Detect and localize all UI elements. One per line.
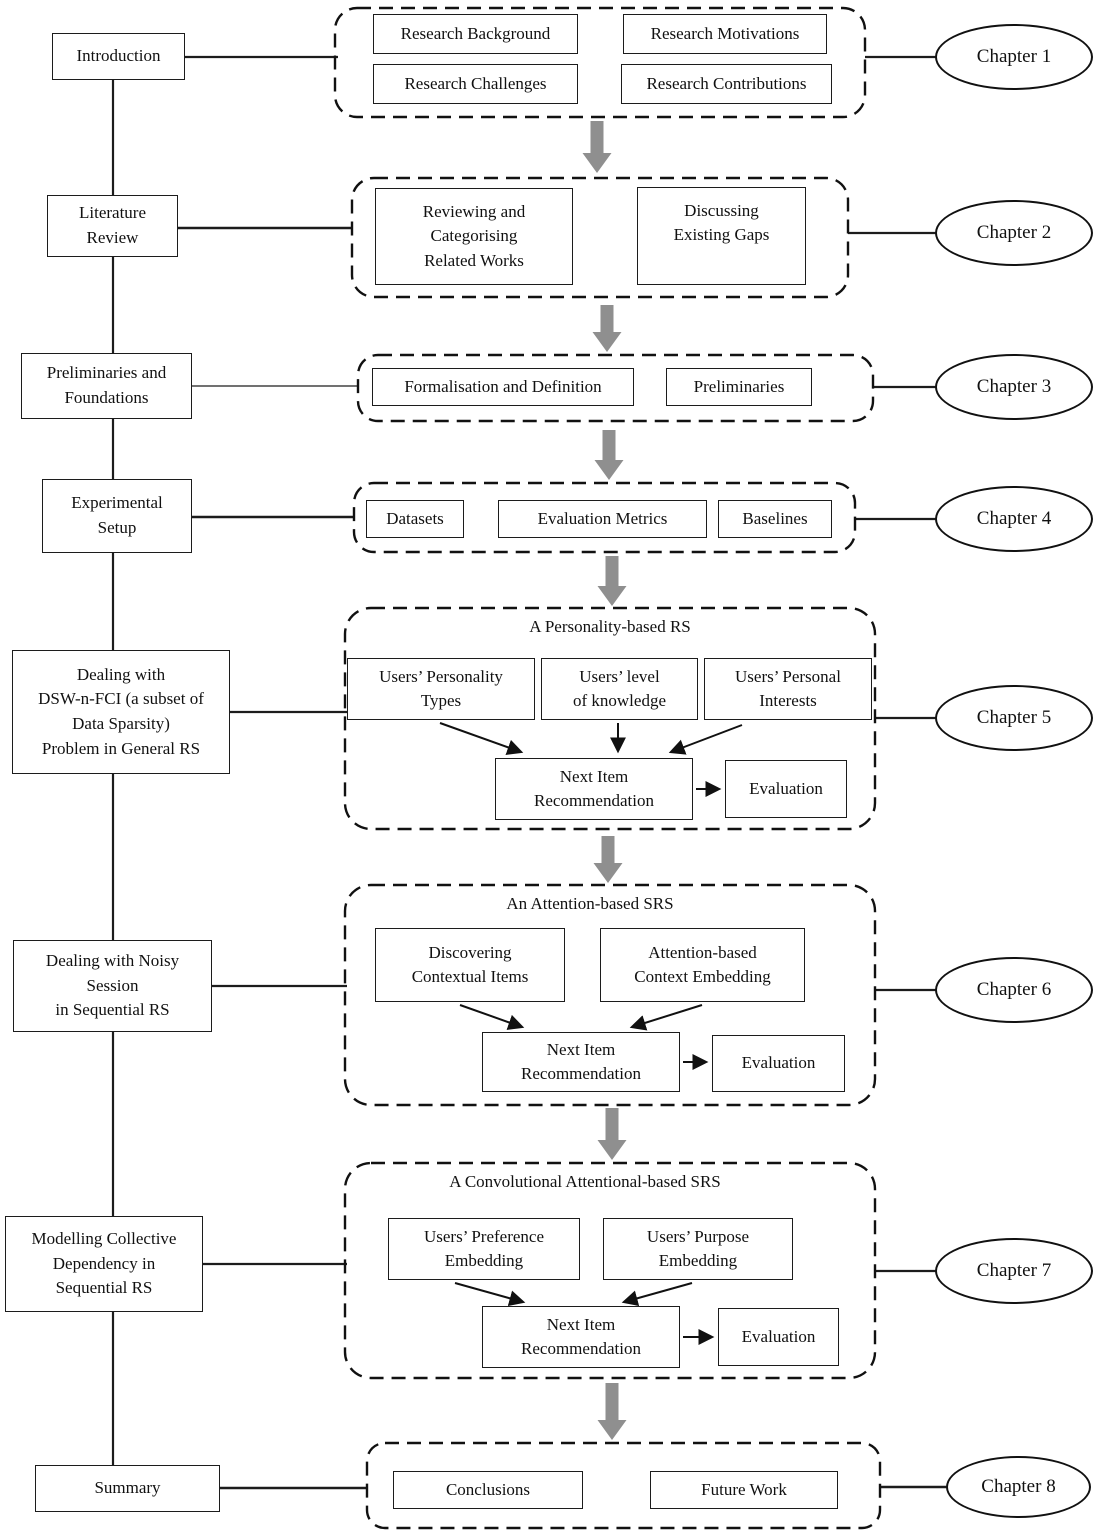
- chapter-6-arrows: [459, 1004, 709, 1070]
- box-users-level-of-knowledge: Users’ level of knowledge: [541, 658, 698, 720]
- chapter-6-group: [343, 883, 877, 1107]
- left-connectors: [178, 55, 367, 1490]
- box-preliminaries: Preliminaries: [666, 368, 812, 406]
- down-arrow-1: [582, 121, 612, 173]
- group-title-personality-rs: A Personality-based RS: [529, 617, 691, 636]
- chapter-3-group: [356, 353, 875, 423]
- down-arrow-7: [597, 1383, 627, 1440]
- left-box-collective-dependency: Modelling Collective Dependency in Seque…: [5, 1216, 203, 1312]
- left-box-experimental-setup: Experimental Setup: [42, 479, 192, 553]
- box-conclusions: Conclusions: [393, 1471, 583, 1509]
- chapter-1-group: [333, 6, 867, 119]
- left-box-preliminaries-foundations: Preliminaries and Foundations: [21, 353, 192, 419]
- box-discussing-existing-gaps: Discussing Existing Gaps: [637, 187, 806, 285]
- chapter-6-ellipse: Chapter 6: [935, 957, 1093, 1023]
- left-box-summary: Summary: [35, 1465, 220, 1512]
- down-arrow-5: [593, 836, 623, 883]
- arrow-preference-to-nir: [454, 1282, 526, 1307]
- box-research-contributions: Research Contributions: [621, 64, 832, 104]
- box-evaluation-metrics: Evaluation Metrics: [498, 500, 707, 538]
- chapter-7-ellipse: Chapter 7: [935, 1238, 1093, 1304]
- box-formalisation-definition: Formalisation and Definition: [372, 368, 634, 406]
- arrow-discovering-to-nir: [459, 1004, 525, 1030]
- chapter-5-group: [343, 606, 877, 831]
- box-baselines: Baselines: [718, 500, 832, 538]
- down-arrow-4: [597, 556, 627, 606]
- box-next-item-recommendation-ch6: Next Item Recommendation: [482, 1032, 680, 1092]
- arrow-interests-to-nir: [668, 724, 743, 755]
- box-users-preference-embedding: Users’ Preference Embedding: [388, 1218, 580, 1280]
- chapter-5-ellipse: Chapter 5: [935, 685, 1093, 751]
- chapter-8-group: [365, 1441, 882, 1530]
- box-research-challenges: Research Challenges: [373, 64, 578, 104]
- group-title-attention-srs: An Attention-based SRS: [506, 894, 674, 913]
- chapter-7-arrows: [454, 1282, 715, 1345]
- chapter-1-ellipse: Chapter 1: [935, 24, 1093, 90]
- down-arrow-2: [592, 305, 622, 352]
- chapter-2-group: [350, 176, 850, 299]
- left-box-literature-review: Literature Review: [47, 195, 178, 257]
- right-connectors: [848, 55, 948, 1489]
- box-evaluation-ch6: Evaluation: [712, 1035, 845, 1092]
- box-attention-context-embedding: Attention-based Context Embedding: [600, 928, 805, 1002]
- chapter-4-group: [352, 481, 857, 554]
- box-discovering-contextual-items: Discovering Contextual Items: [375, 928, 565, 1002]
- chapter-8-ellipse: Chapter 8: [946, 1456, 1091, 1518]
- group-title-convolutional-srs: A Convolutional Attentional-based SRS: [449, 1172, 721, 1191]
- left-box-introduction: Introduction: [52, 33, 185, 80]
- box-research-background: Research Background: [373, 14, 578, 54]
- box-future-work: Future Work: [650, 1471, 838, 1509]
- box-evaluation-ch7: Evaluation: [718, 1308, 839, 1366]
- left-box-dsw-n-fci: Dealing with DSW-n-FCI (a subset of Data…: [12, 650, 230, 774]
- box-next-item-recommendation-ch5: Next Item Recommendation: [495, 758, 693, 820]
- arrow-attention-to-nir: [629, 1004, 703, 1031]
- box-users-personal-interests: Users’ Personal Interests: [704, 658, 872, 720]
- box-users-purpose-embedding: Users’ Purpose Embedding: [603, 1218, 793, 1280]
- box-users-personality-types: Users’ Personality Types: [347, 658, 535, 720]
- chapter-7-group: [343, 1161, 877, 1380]
- box-next-item-recommendation-ch7: Next Item Recommendation: [482, 1306, 680, 1368]
- chapter-5-arrows: [439, 722, 743, 797]
- down-arrow-6: [597, 1108, 627, 1160]
- chapter-4-ellipse: Chapter 4: [935, 486, 1093, 552]
- left-box-noisy-session: Dealing with Noisy Session in Sequential…: [13, 940, 212, 1032]
- box-reviewing-categorising: Reviewing and Categorising Related Works: [375, 188, 573, 285]
- box-datasets: Datasets: [366, 500, 464, 538]
- box-research-motivations: Research Motivations: [623, 14, 827, 54]
- chapter-2-ellipse: Chapter 2: [935, 200, 1093, 266]
- arrow-personality-to-nir: [439, 722, 524, 755]
- down-arrow-3: [594, 430, 624, 480]
- box-evaluation-ch5: Evaluation: [725, 760, 847, 818]
- chapter-3-ellipse: Chapter 3: [935, 354, 1093, 420]
- arrow-purpose-to-nir: [621, 1282, 693, 1307]
